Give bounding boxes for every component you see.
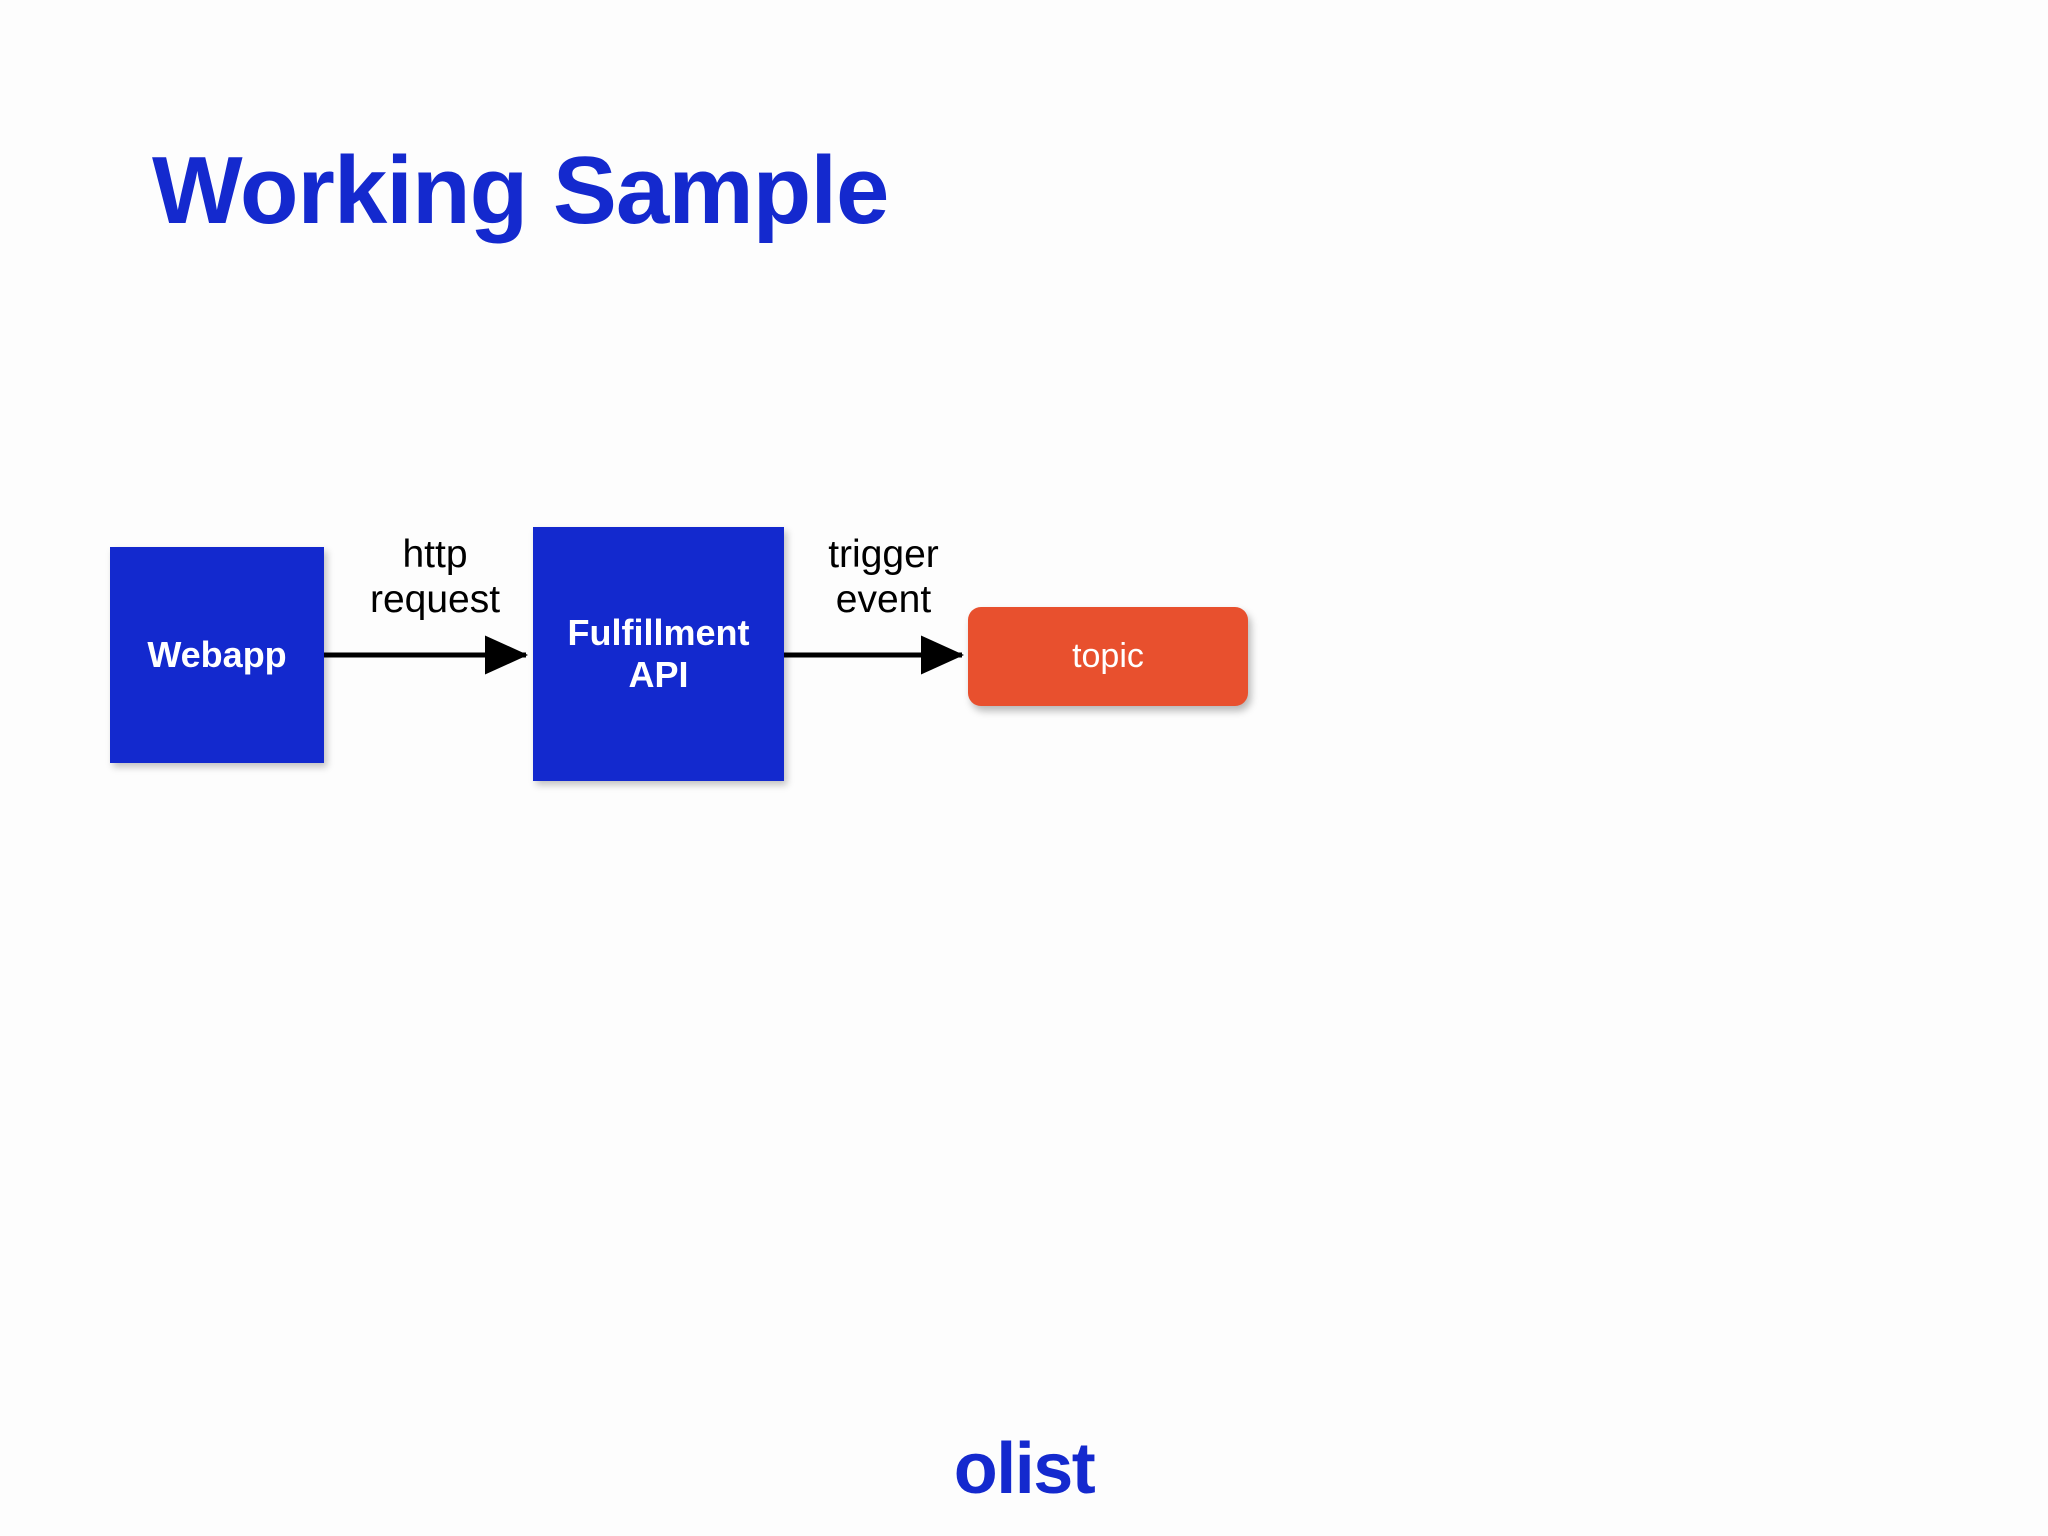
node-label-webapp: Webapp bbox=[147, 634, 287, 675]
edge-label-trigger-event: trigger event bbox=[828, 533, 939, 621]
diagram-node-webapp[interactable]: Webapp bbox=[110, 547, 324, 763]
diagram-node-topic[interactable]: topic bbox=[968, 607, 1248, 706]
page-title: Working Sample bbox=[152, 137, 889, 244]
edge-label-http-request: http request bbox=[369, 533, 501, 621]
node-label-topic: topic bbox=[1072, 637, 1144, 675]
node-label-fulfillment-api: Fulfillment API bbox=[567, 611, 750, 695]
diagram-node-fulfillment-api[interactable]: Fulfillment API bbox=[533, 527, 784, 781]
olist-logo: olist bbox=[953, 1429, 1096, 1509]
